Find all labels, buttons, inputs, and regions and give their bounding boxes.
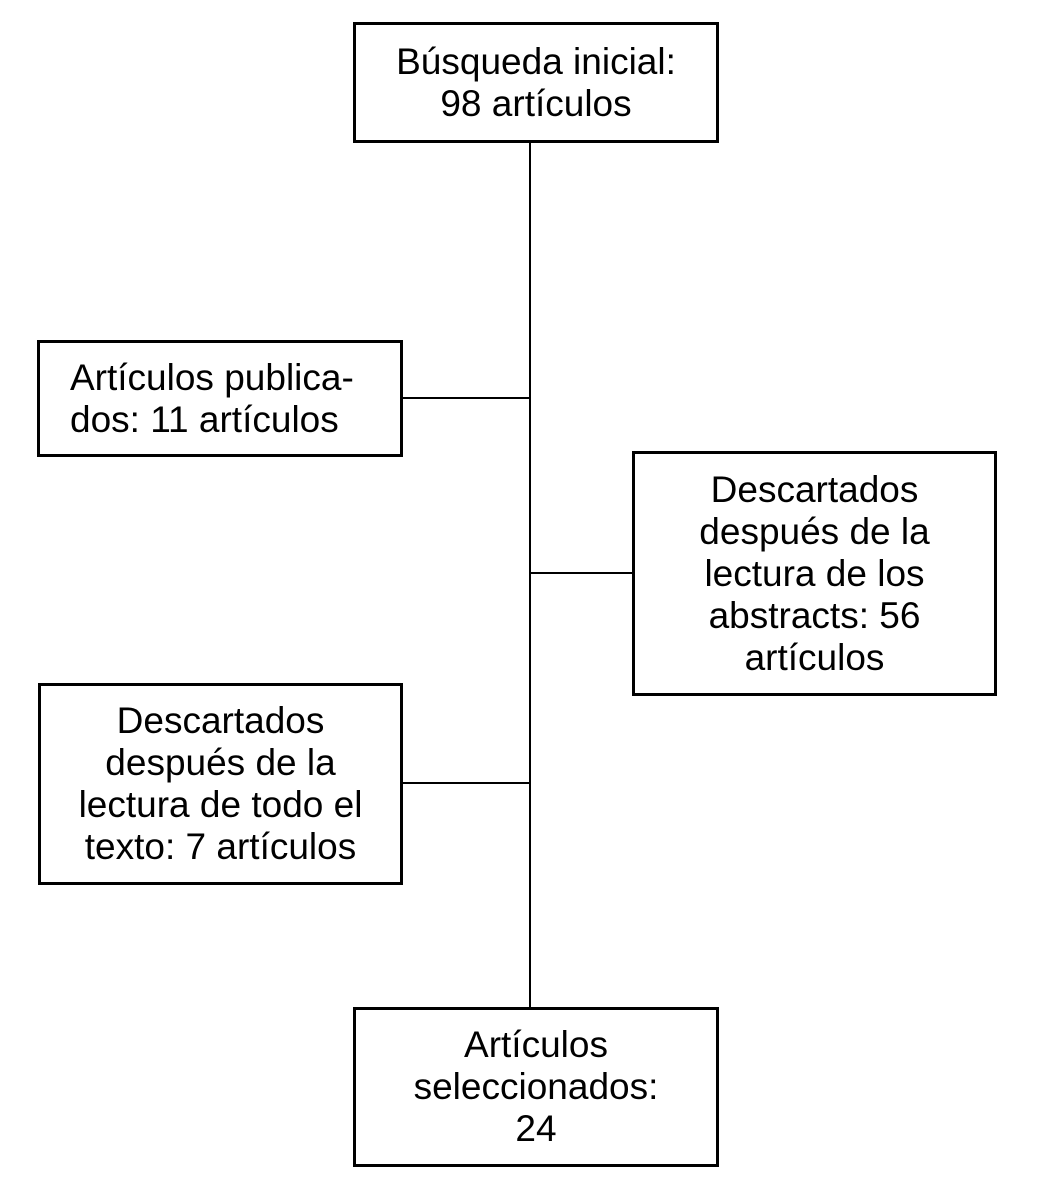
flow-box-discarded-after-abstracts: Descartados después de la lectura de los…	[632, 451, 997, 696]
flow-box-text-line: 24	[515, 1108, 557, 1149]
flow-box-text-line: lectura de los	[704, 552, 925, 594]
flow-box-text-line: lectura de todo el	[78, 784, 363, 825]
flow-box-text-line: texto: 7 artículos	[84, 826, 357, 867]
flow-box-text-line: 98 artículos	[440, 82, 632, 124]
flow-box-text-line: artículos	[744, 636, 885, 678]
flow-box-text-line: dos: 11 artículos	[70, 398, 339, 440]
connector-discarded-full-text-line	[403, 782, 529, 784]
flow-box-text-line: Artículos	[464, 1024, 608, 1065]
flow-box-text-line: seleccionados:	[413, 1066, 659, 1107]
flow-box-initial-search: Búsqueda inicial: 98 artículos	[353, 22, 719, 143]
flow-box-text-line: Artículos publica-	[70, 356, 354, 398]
flow-box-text-line: después de la	[699, 510, 930, 552]
flow-box-text-line: abstracts: 56	[708, 594, 921, 636]
flow-box-text-line: Búsqueda inicial:	[396, 40, 676, 82]
flow-box-discarded-after-full-text: Descartados después de la lectura de tod…	[38, 683, 403, 885]
flow-box-text-line: Descartados	[710, 468, 919, 510]
connector-published-articles-line	[403, 397, 529, 399]
connector-main-vertical-line	[529, 143, 531, 1007]
flow-box-text-line: Descartados	[116, 700, 325, 741]
connector-discarded-abstracts-line	[531, 572, 632, 574]
flow-box-text-line: después de la	[105, 742, 336, 783]
flow-box-selected-articles: Artículos seleccionados: 24	[353, 1007, 719, 1167]
flow-box-published-articles: Artículos publica- dos: 11 artículos	[37, 340, 403, 457]
